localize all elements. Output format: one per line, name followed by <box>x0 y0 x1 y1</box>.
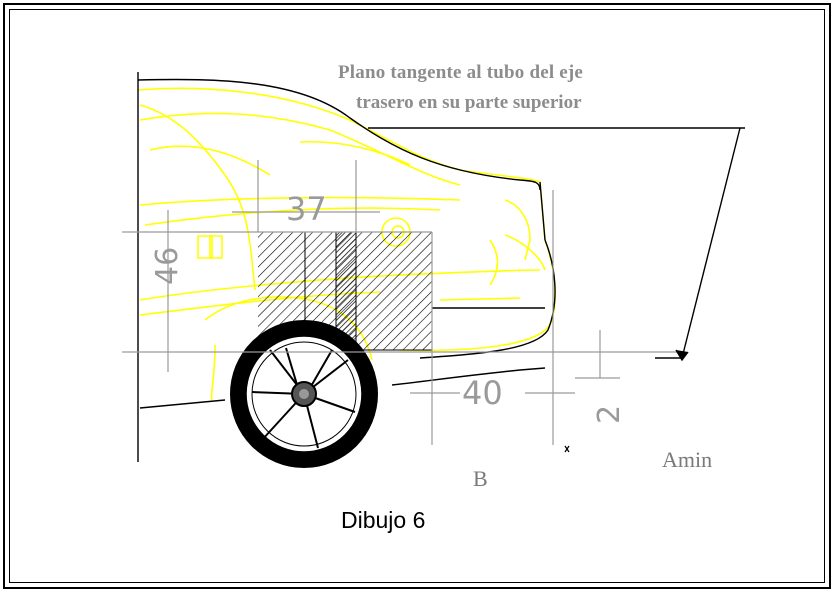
small-mark <box>564 445 570 453</box>
dimension-lines <box>122 160 685 445</box>
dimension-left-label: 46 <box>150 246 185 285</box>
annotation-line-2: trasero en su parte superior <box>356 92 582 113</box>
label-amin: Amin <box>662 447 713 472</box>
annotation-line-1: Plano tangente al tubo del eje <box>338 62 584 83</box>
outer-frame <box>3 3 831 589</box>
label-b: B <box>473 466 488 491</box>
inner-frame <box>9 9 825 583</box>
dimension-top-label: 37 <box>286 190 327 228</box>
dimension-right-label: 2 <box>592 404 627 424</box>
dimension-bottom-label: 40 <box>462 374 503 412</box>
leader-arrow <box>368 127 745 362</box>
figure-caption: Dibujo 6 <box>341 507 426 533</box>
rear-wheel <box>230 320 378 468</box>
